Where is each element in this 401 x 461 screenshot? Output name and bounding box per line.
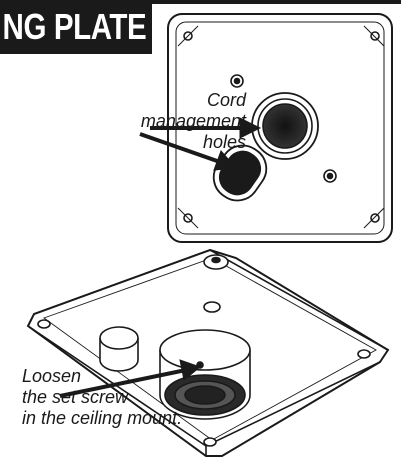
right-corner-hole (357, 349, 371, 359)
set-screw-callout: Loosen the set screw in the ceiling moun… (22, 366, 262, 429)
front-corner-hole (203, 437, 217, 447)
callout-line: the set screw (22, 387, 129, 407)
callout-line: management (140, 111, 246, 131)
cord-grommet (99, 326, 139, 372)
set-screw-arrow (59, 359, 202, 398)
callout-line: Cord (206, 90, 246, 110)
small-hole-right (323, 169, 337, 183)
plate-small-hole (203, 301, 221, 313)
mounting-plate-top-view (167, 13, 393, 243)
cord-callout-arrows (139, 117, 262, 171)
top-rule (0, 0, 401, 4)
left-corner-hole (37, 319, 51, 329)
callout-line: in the ceiling mount. (22, 408, 183, 428)
callout-line: holes (202, 132, 246, 152)
corner-screw-holes (177, 25, 385, 229)
small-hole-left (230, 74, 244, 88)
section-banner: NG PLATE (0, 0, 152, 54)
cord-management-callout: Cord management holes (98, 90, 246, 153)
banner-title: NG PLATE (2, 6, 146, 47)
ceiling-mount-collar (159, 329, 251, 420)
callout-line: Loosen (22, 366, 82, 386)
mounting-plate-perspective (26, 248, 390, 457)
